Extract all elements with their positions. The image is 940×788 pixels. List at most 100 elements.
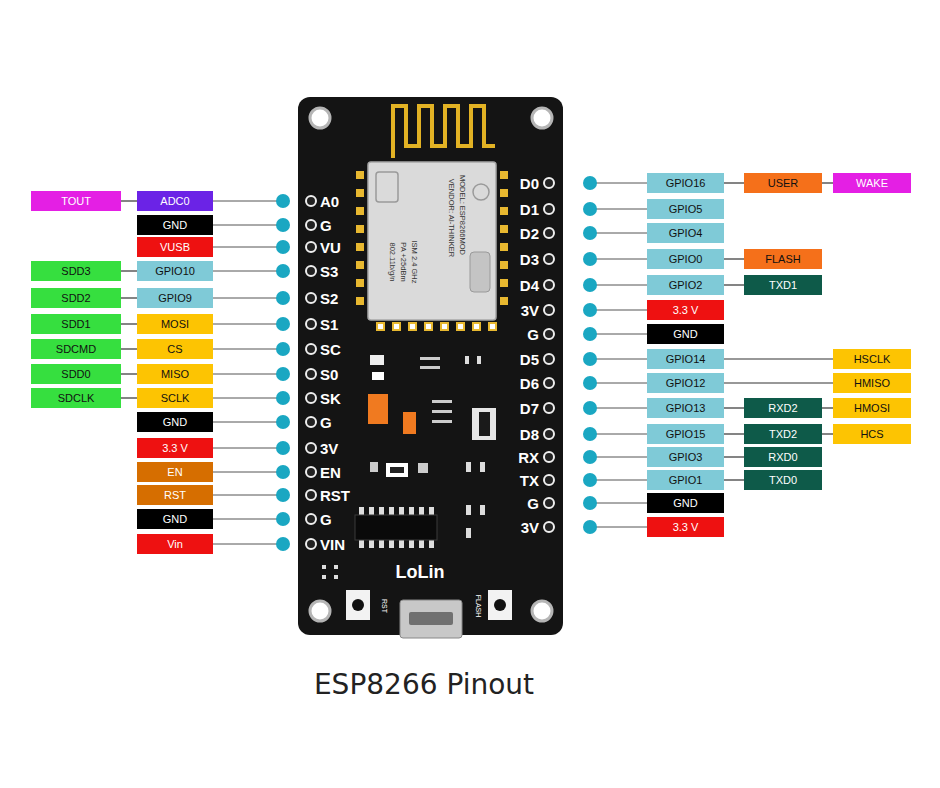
pin-function-text: SDD0 (61, 364, 90, 384)
pin-function-text: 3.3 V (673, 517, 699, 537)
pin-function-text: GPIO12 (666, 373, 706, 393)
pin-name: TX (520, 473, 539, 488)
pin-function-box: GPIO1 (647, 470, 724, 490)
pin-function-text: GPIO3 (669, 447, 703, 467)
pin-function-text: MOSI (161, 314, 189, 334)
pin-function-box: GND (137, 509, 213, 529)
vendor-logo (473, 184, 489, 200)
module-marking: ISM 2.4 GHz (410, 241, 418, 284)
pin-function-text: GPIO5 (669, 199, 703, 219)
module-marking: PA +25dBm (399, 242, 407, 281)
pin-name: D1 (520, 202, 539, 217)
pin-function-box: GND (137, 215, 213, 235)
pin-name: 3V (320, 441, 338, 456)
pin-name: G (320, 512, 332, 527)
pin-function-box: SDD2 (31, 288, 121, 308)
pin-function-box: SCLK (137, 388, 213, 408)
pin-function-box: 3.3 V (647, 517, 724, 537)
pin-name: G (320, 218, 332, 233)
pin-function-text: FLASH (765, 249, 800, 269)
pin-function-text: 3.3 V (162, 438, 188, 458)
pin-function-box: HSCLK (833, 349, 911, 369)
pin-function-text: SDD1 (61, 314, 90, 334)
pin-function-box: GPIO9 (137, 288, 213, 308)
pin-function-text: ADC0 (160, 191, 189, 211)
rf-shield (368, 162, 496, 320)
leader-connector (121, 397, 137, 398)
micro-usb-port (400, 600, 462, 638)
pin-function-text: GND (163, 412, 187, 432)
pin-name: S2 (320, 291, 338, 306)
leader-connector (724, 382, 833, 383)
leader-connector (121, 270, 137, 271)
pin-function-text: SDD2 (61, 288, 90, 308)
pin-function-box: GPIO0 (647, 249, 724, 269)
pin-name: D2 (520, 226, 539, 241)
pin-function-text: USER (768, 173, 799, 193)
pin-function-box: RST (137, 485, 213, 505)
pin-function-box: GPIO3 (647, 447, 724, 467)
leader-connector (822, 433, 833, 434)
leader-connector (724, 258, 744, 259)
leader-connector (724, 433, 744, 434)
pin-name: S0 (320, 367, 338, 382)
pcb-board (298, 97, 563, 635)
pin-function-box: USER (744, 173, 822, 193)
leader-connector (724, 456, 744, 457)
pin-name: S3 (320, 264, 338, 279)
pin-function-text: GND (673, 493, 697, 513)
pin-function-text: GPIO10 (155, 261, 195, 281)
pin-function-box: SDD3 (31, 261, 121, 281)
pin-name: D7 (520, 401, 539, 416)
pin-dots (276, 176, 597, 551)
pin-function-box: TXD2 (744, 424, 822, 444)
wifi-logo (470, 252, 490, 292)
button-label: RST (381, 599, 388, 613)
module-pads (356, 171, 508, 331)
leader-connector (724, 479, 744, 480)
pin-function-box: RXD0 (744, 447, 822, 467)
pin-function-box: GPIO5 (647, 199, 724, 219)
pin-function-text: WAKE (856, 173, 888, 193)
pin-function-text: SCLK (161, 388, 190, 408)
pin-function-box: 3.3 V (137, 438, 213, 458)
pin-function-box: WAKE (833, 173, 911, 193)
pin-function-box: ADC0 (137, 191, 213, 211)
pin-function-box: EN (137, 462, 213, 482)
pin-name: D5 (520, 352, 539, 367)
pin-function-box: TXD1 (744, 275, 822, 295)
module-marking: MODEL: ESP8266MOD (458, 175, 466, 255)
leader-connector (121, 348, 137, 349)
pin-function-box: TXD0 (744, 470, 822, 490)
figure-caption: ESP8266 Pinout (314, 671, 534, 699)
pin-name: 3V (521, 303, 539, 318)
smd-components (322, 355, 496, 579)
leader-connector (822, 182, 833, 183)
pin-function-box: GPIO15 (647, 424, 724, 444)
pin-function-text: GPIO15 (666, 424, 706, 444)
pin-name: RX (518, 450, 539, 465)
pin-name: G (320, 415, 332, 430)
pin-name: A0 (320, 194, 339, 209)
pin-function-box: RXD2 (744, 398, 822, 418)
pin-function-text: GPIO4 (669, 223, 703, 243)
pin-function-box: SDD1 (31, 314, 121, 334)
pin-function-box: GPIO12 (647, 373, 724, 393)
header-pin-rings (306, 178, 554, 549)
leader-connector (121, 323, 137, 324)
pin-function-text: RXD0 (768, 447, 797, 467)
usb-serial-chip (355, 507, 437, 548)
pin-name: SK (320, 391, 341, 406)
pin-function-text: GPIO14 (666, 349, 706, 369)
pin-function-box: GPIO2 (647, 275, 724, 295)
pin-function-box: HCS (833, 424, 911, 444)
pin-name: 3V (521, 520, 539, 535)
pin-name: G (527, 327, 539, 342)
pin-function-text: HMISO (854, 373, 890, 393)
pin-name: S1 (320, 317, 338, 332)
pin-name: D6 (520, 376, 539, 391)
pin-function-text: TXD2 (769, 424, 797, 444)
pin-name: D4 (520, 278, 539, 293)
pin-function-box: SDCMD (31, 339, 121, 359)
pin-function-box: 3.3 V (647, 300, 724, 320)
